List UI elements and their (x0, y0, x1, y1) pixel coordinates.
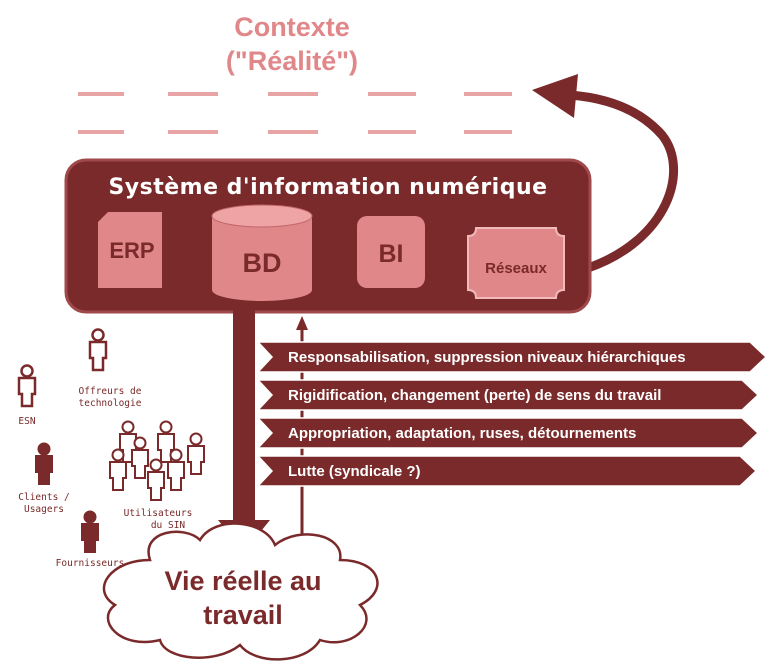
offreurs-label-line2: technologie (79, 398, 142, 409)
feedback-arrow (532, 74, 679, 273)
erp-block (98, 212, 162, 288)
reality-dashes (78, 92, 512, 134)
utilisateurs-group-icon (109, 420, 205, 501)
effect-label-3: Appropriation, adaptation, ruses, détour… (288, 425, 636, 442)
effect-arrow-2: Rigidification, changement (perte) de se… (256, 379, 760, 411)
utilisateurs-label-line1: Utilisateurs (124, 508, 193, 519)
bi-block (357, 216, 425, 288)
context-title-line1: Contexte (234, 12, 350, 42)
cloud-label-line2: travail (203, 600, 283, 630)
esn-label: ESN (18, 416, 35, 427)
sin-box (64, 158, 592, 314)
clients-label-line2: Usagers (24, 504, 64, 515)
clients-label-line1: Clients / (18, 492, 69, 503)
fournisseurs-label: Fournisseurs (56, 558, 125, 569)
erp-label: ERP (109, 238, 154, 263)
effect-arrow-3: Appropriation, adaptation, ruses, détour… (256, 417, 760, 449)
effect-arrow-1: Responsabilisation, suppression niveaux … (256, 341, 766, 373)
context-title-line2: ("Réalité") (226, 46, 358, 76)
sin-title: Système d'information numérique (108, 175, 547, 200)
effect-label-4: Lutte (syndicale ?) (288, 463, 421, 480)
esn-person-icon (17, 364, 37, 408)
bd-cylinder (211, 204, 313, 301)
effect-label-2: Rigidification, changement (perte) de se… (288, 387, 661, 404)
utilisateurs-label-line2: du SIN (151, 520, 186, 531)
offreurs-label-line1: Offreurs de (79, 386, 142, 397)
effect-label-1: Responsabilisation, suppression niveaux … (288, 349, 686, 366)
reseaux-block (467, 227, 565, 299)
clients-person-icon (35, 442, 53, 485)
cloud-label-line1: Vie réelle au (164, 566, 321, 596)
fournisseurs-person-icon (81, 510, 99, 553)
offreurs-person-icon (88, 328, 108, 372)
bd-label: BD (243, 248, 282, 278)
effect-arrow-4: Lutte (syndicale ?) (256, 455, 758, 487)
reality-cloud (102, 522, 379, 661)
reseaux-label: Réseaux (485, 260, 547, 277)
bi-label: BI (379, 240, 404, 268)
